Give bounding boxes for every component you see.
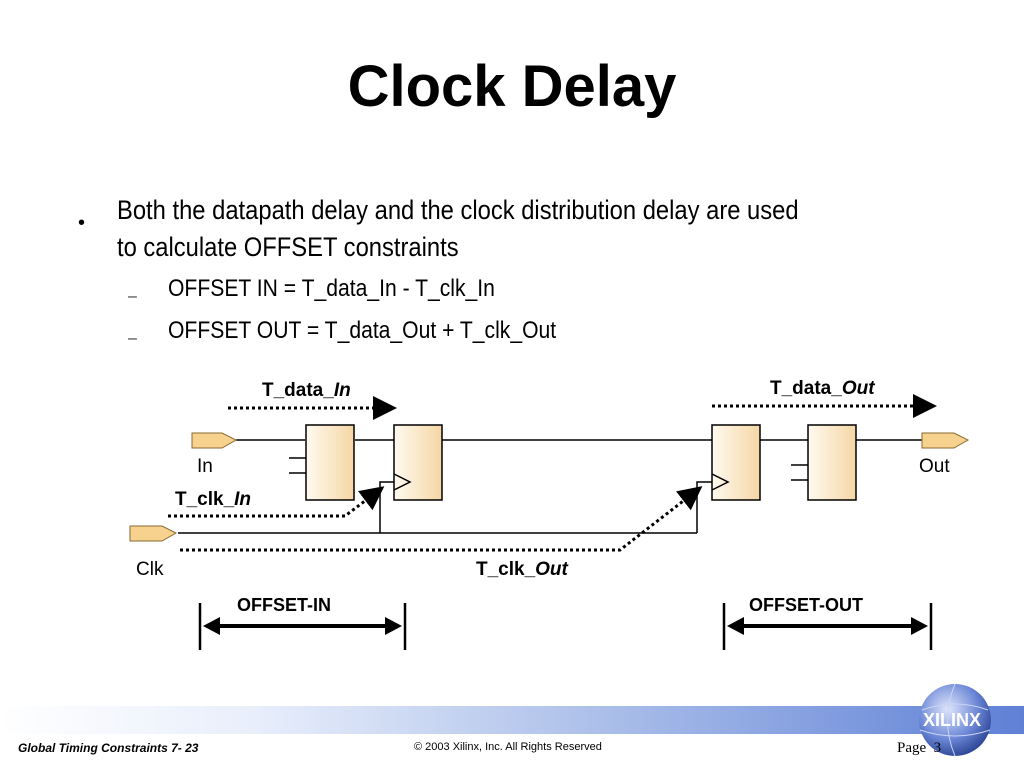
t-clk-out-label: T_clk_Out	[476, 559, 569, 580]
t-clk-in-label: T_clk_In	[175, 489, 251, 510]
sub-bullet-offset-in: OFFSET IN = T_data_In - T_clk_In	[168, 275, 495, 302]
sub-bullet-offset-out: OFFSET OUT = T_data_Out + T_clk_Out	[168, 317, 557, 344]
t-data-in-label: T_data_In	[262, 380, 351, 401]
in-port	[191, 432, 238, 449]
logic-block-2	[807, 424, 857, 501]
page-number: 3	[933, 740, 942, 756]
slide-title: Clock Delay	[347, 54, 677, 119]
offset-in-label: OFFSET-IN	[237, 595, 331, 615]
logo-text: XILINX	[923, 710, 981, 730]
out-port	[921, 432, 970, 449]
t-clk-in-path	[168, 486, 385, 518]
bullet-text: Both the datapath delay and the clock di…	[117, 195, 799, 262]
clk-port-label: Clk	[136, 559, 164, 580]
page-label: Page	[897, 740, 927, 756]
logic-block-1	[305, 424, 355, 501]
clock-branch-2	[696, 481, 712, 533]
out-port-label: Out	[919, 456, 950, 477]
t-clk-out-path	[180, 486, 703, 552]
clock-triangle-2	[711, 473, 730, 491]
footer-copyright: © 2003 Xilinx, Inc. All Rights Reserved	[414, 741, 602, 753]
footer-bar	[0, 706, 1024, 734]
sub-bullet-dash: –	[128, 330, 137, 347]
footer-page: Page 3	[897, 740, 941, 757]
flip-flop-1	[393, 424, 443, 501]
clock-delay-diagram: T_data_In T_data_Out T_clk_In T_clk_Out …	[129, 378, 970, 650]
flip-flop-2	[711, 424, 761, 501]
in-port-label: In	[197, 456, 213, 477]
sub-bullet-dash: –	[128, 288, 137, 305]
bullet-dot: •	[78, 212, 86, 234]
t-data-out-label: T_data_Out	[770, 378, 875, 399]
xilinx-logo: XILINX	[919, 683, 991, 757]
clock-branch-1	[379, 481, 394, 533]
offset-out-label: OFFSET-OUT	[749, 595, 863, 615]
clk-port	[129, 525, 178, 542]
footer-course: Global Timing Constraints 7- 23	[18, 741, 199, 755]
clock-triangle-1	[393, 473, 412, 491]
